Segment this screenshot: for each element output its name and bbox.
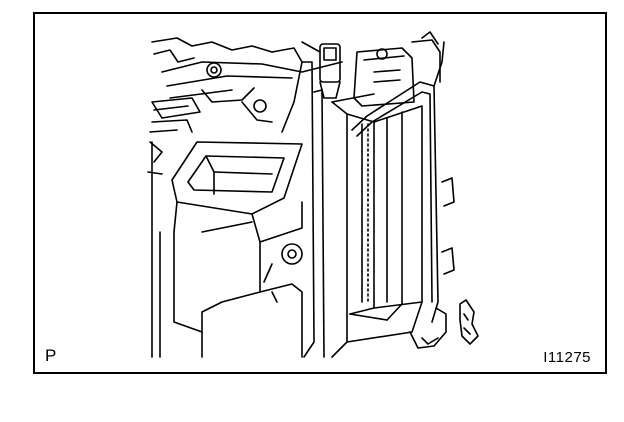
clip <box>459 299 479 345</box>
corner-letter: P <box>45 346 57 365</box>
heater-pipes <box>351 41 455 349</box>
duct-outlet <box>171 141 303 233</box>
figure-code: I11275 <box>543 349 591 366</box>
line-drawing <box>147 31 479 358</box>
illustration-frame: P I11275 <box>33 12 607 374</box>
upper-bracket-assembly <box>149 37 343 133</box>
heater-core <box>331 93 423 358</box>
connector <box>301 41 341 99</box>
heater-housing <box>147 61 325 358</box>
